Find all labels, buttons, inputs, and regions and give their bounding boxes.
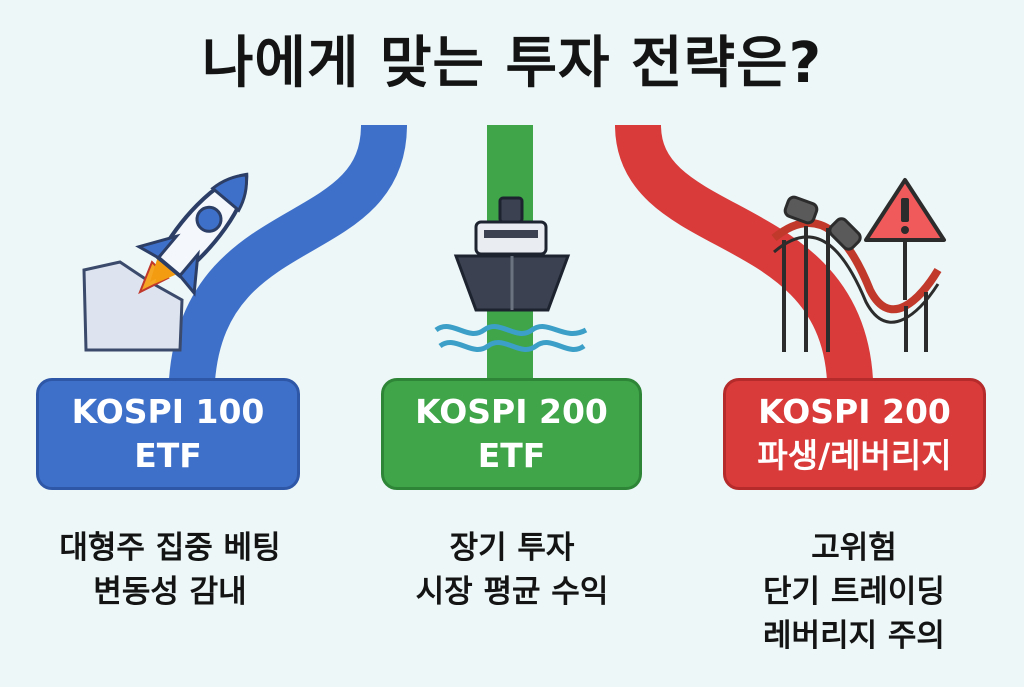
strategy-box-kospi200: KOSPI 200 ETF	[381, 378, 642, 490]
strategy-box-line2: 파생/레버리지	[757, 436, 952, 475]
strategy-box-kospi200-leverage: KOSPI 200 파생/레버리지	[723, 378, 986, 490]
strategy-box-line1: KOSPI 200	[758, 392, 951, 431]
description-line: 고위험	[811, 530, 897, 566]
description-line: 대형주 집중 베팅	[59, 530, 281, 566]
strategy-box-line2: ETF	[134, 436, 202, 475]
ship-icon	[434, 196, 588, 352]
blue-path	[169, 123, 407, 383]
strategy-box-kospi100: KOSPI 100 ETF	[36, 378, 300, 490]
strategy-box-line2: ETF	[477, 436, 546, 475]
strategy-box-line1: KOSPI 200	[415, 392, 608, 431]
description-line: 변동성 감내	[93, 574, 247, 610]
description-line: 장기 투자	[449, 530, 575, 566]
rocket-icon	[82, 172, 249, 352]
description-line: 단기 트레이딩	[763, 574, 945, 610]
red-path	[615, 123, 873, 383]
strategy-box-line1: KOSPI 100	[71, 392, 265, 431]
roller-coaster-warning-icon	[771, 178, 946, 352]
description-line: 레버리지 주의	[763, 618, 945, 654]
description-line: 시장 평균 수익	[415, 574, 609, 610]
page-title: 나에게 맞는 투자 전략은?	[201, 31, 823, 96]
strategy-description-kospi200-leverage: 고위험 단기 트레이딩 레버리지 주의	[704, 526, 1004, 658]
strategy-description-kospi100: 대형주 집중 베팅 변동성 감내	[20, 526, 320, 614]
strategy-description-kospi200: 장기 투자 시장 평균 수익	[362, 526, 662, 614]
